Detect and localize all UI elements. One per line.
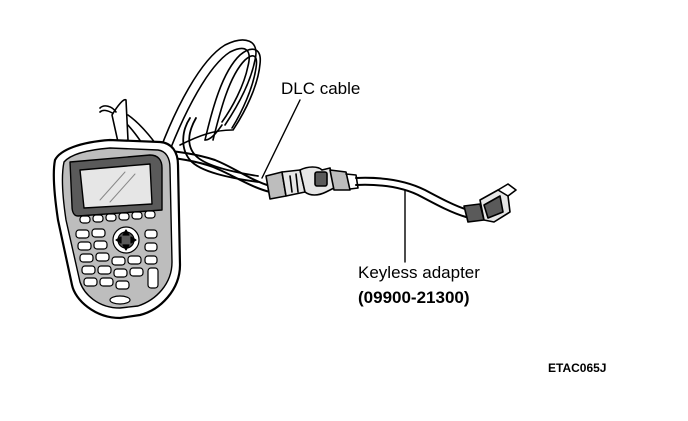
dlc-connector xyxy=(265,166,359,200)
part-number-label: (09900-21300) xyxy=(358,288,470,307)
dlc-cable-label: DLC cable xyxy=(281,79,361,98)
figure-code-label: ETAC065J xyxy=(548,361,607,375)
brand-badge-icon xyxy=(109,295,131,305)
scan-tool xyxy=(52,98,182,320)
leader-lines xyxy=(261,99,406,263)
screen-display xyxy=(79,163,153,209)
keyless-adapter-label: Keyless adapter xyxy=(358,263,480,282)
dlc-leader-line xyxy=(261,99,301,179)
keypad xyxy=(75,228,159,290)
keyless-adapter-cable xyxy=(355,176,469,218)
direction-pad xyxy=(112,226,140,254)
function-keys xyxy=(79,210,156,224)
keyless-adapter-plug xyxy=(463,183,517,223)
